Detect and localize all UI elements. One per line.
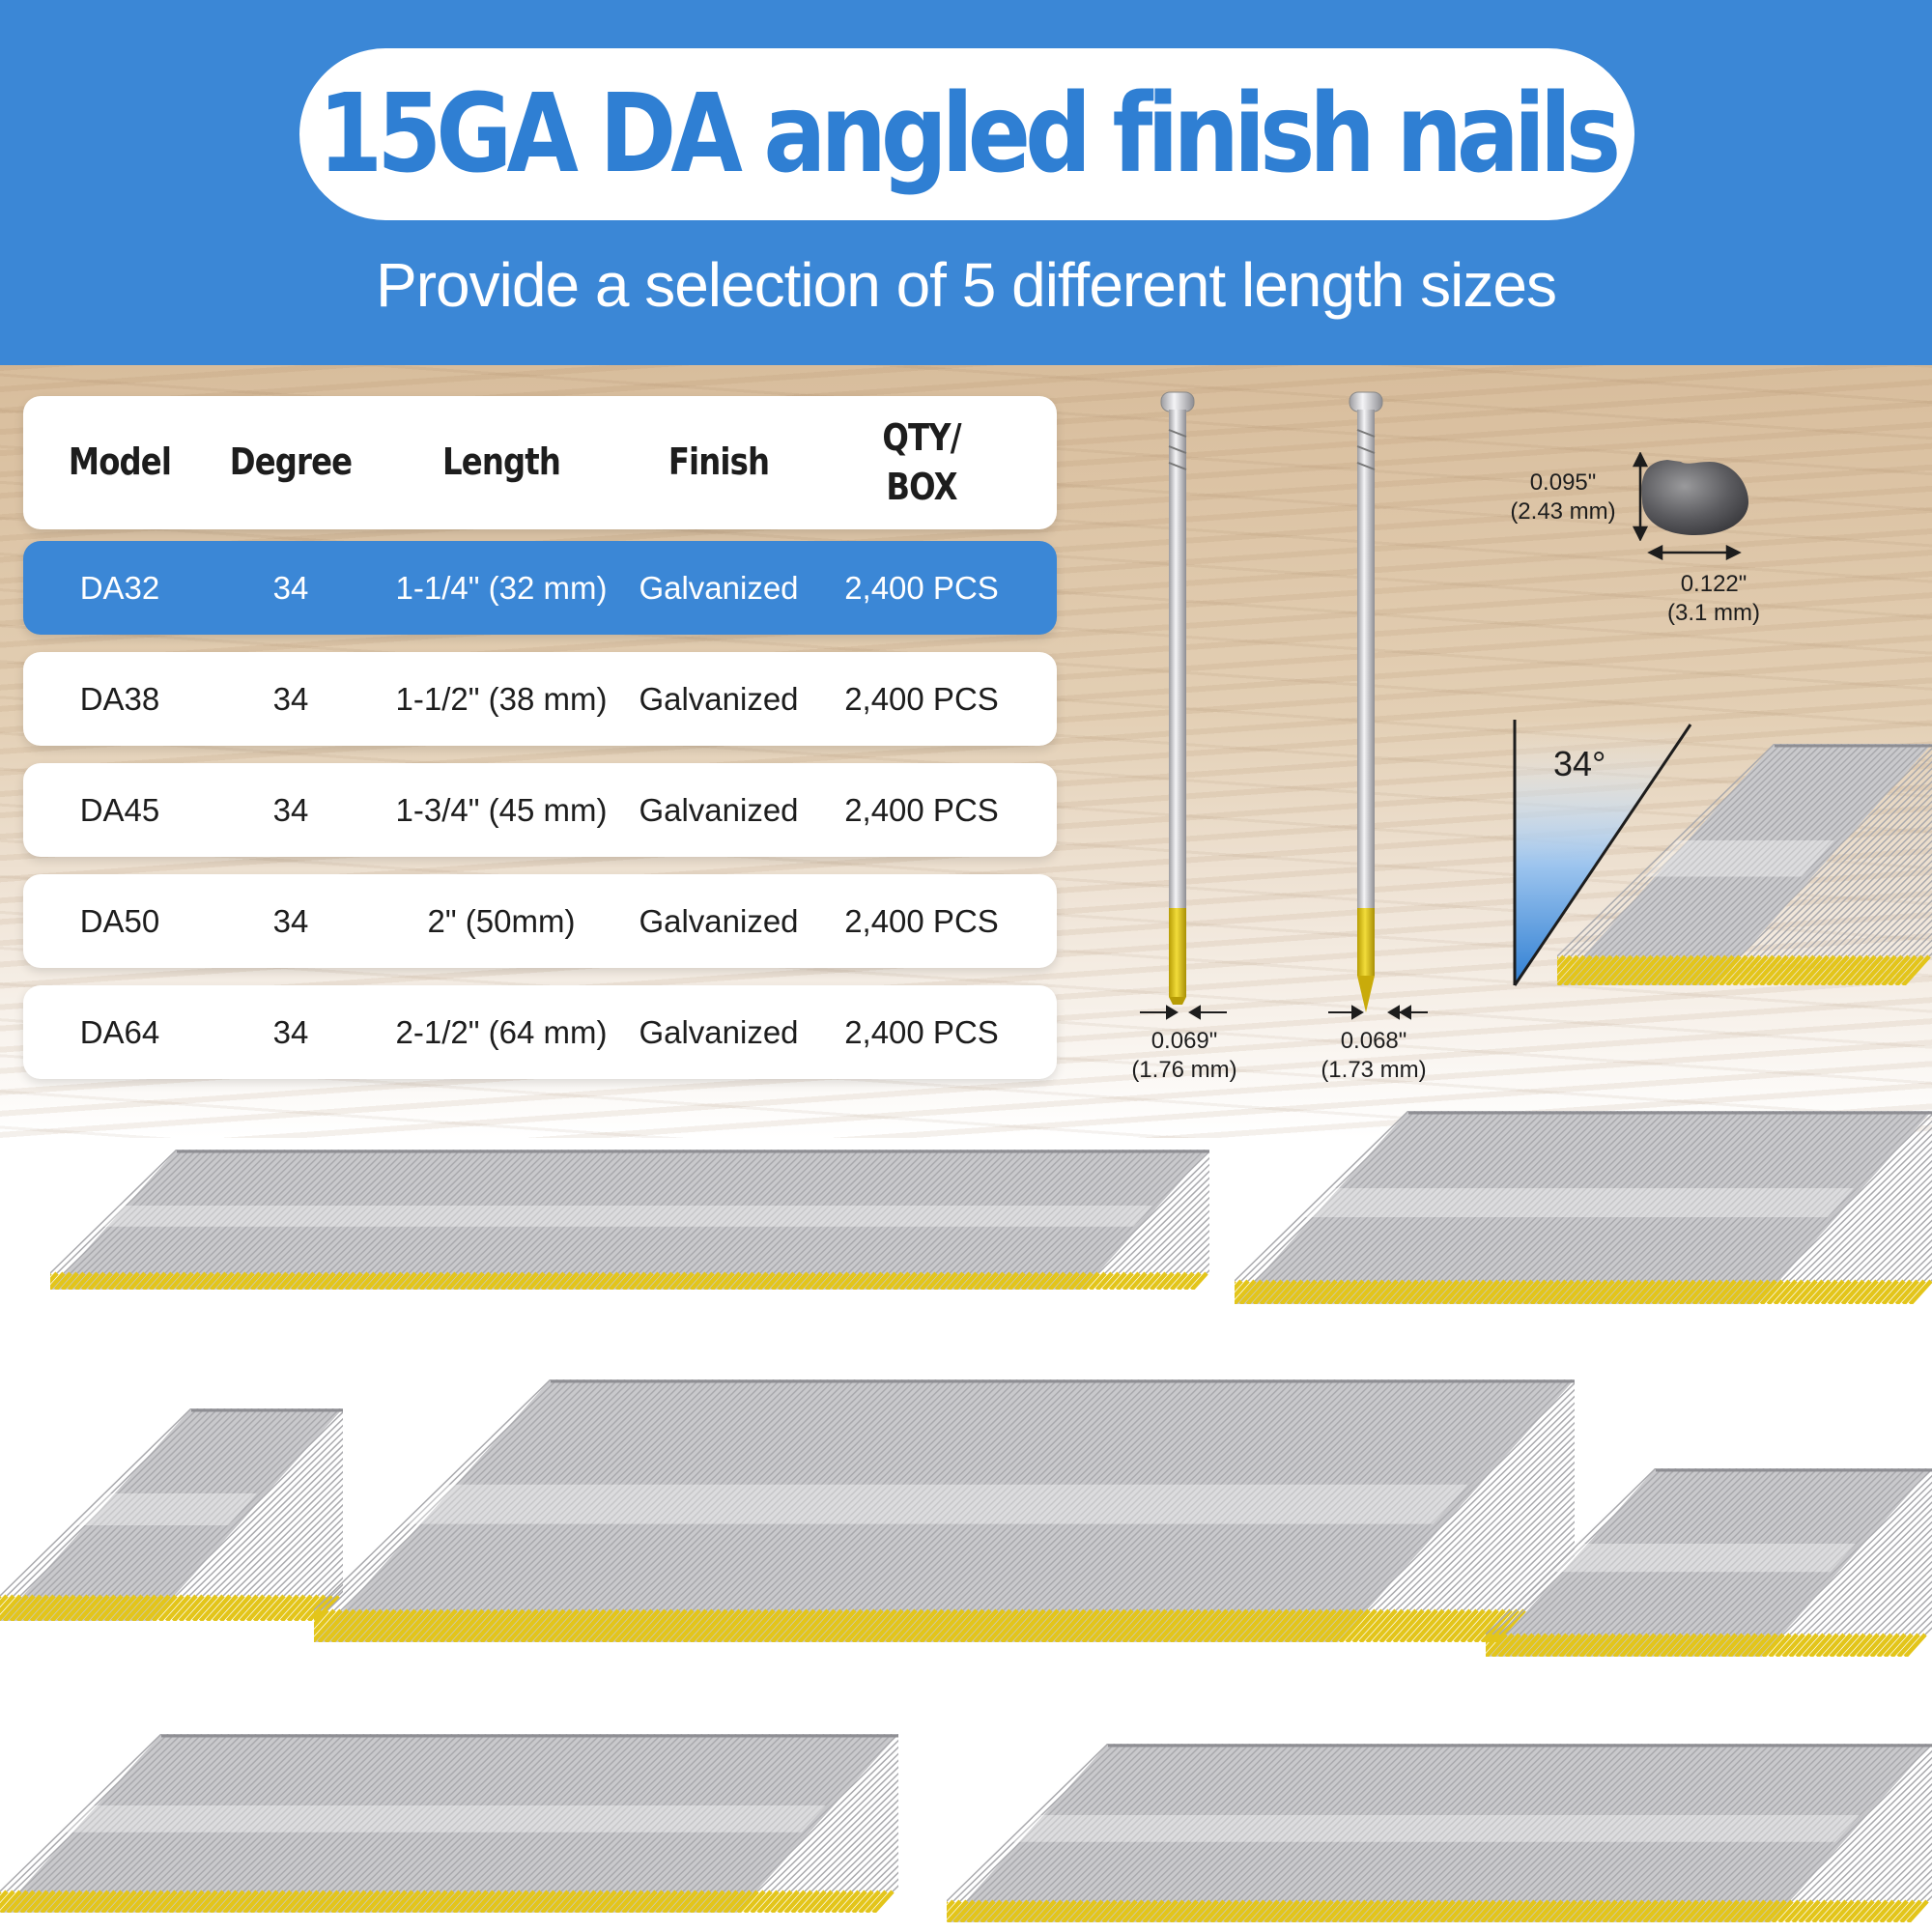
table-cell: Galvanized <box>639 791 799 828</box>
header-banner: 15GA DA angled finish nails Provide a se… <box>0 0 1932 365</box>
table-cell: 2,400 PCS <box>844 680 999 717</box>
table-cell: 34 <box>272 680 309 717</box>
page-subtitle: Provide a selection of 5 different lengt… <box>376 250 1557 320</box>
table-cell: 2,400 PCS <box>844 569 999 606</box>
table-cell: DA38 <box>79 680 160 717</box>
nail1-diameter-label: 0.069" (1.76 mm) <box>1131 1028 1237 1083</box>
column-header: Finish <box>668 440 770 484</box>
diameter-arrows <box>1140 1005 1428 1020</box>
table-cell: DA45 <box>79 791 160 828</box>
table-cell: Galvanized <box>639 1013 799 1050</box>
single-nail-pointed <box>1349 391 1383 1012</box>
table-row: DA45 34 1-3/4" (45 mm) Galvanized 2,400 … <box>23 763 1057 857</box>
nail-strip <box>0 1734 898 1913</box>
column-header: Length <box>442 440 561 484</box>
nail-strip <box>0 1408 343 1621</box>
table-row: DA50 34 2" (50mm) Galvanized 2,400 PCS <box>23 874 1057 968</box>
column-header: QTY/ BOX <box>882 415 961 508</box>
nail-strip <box>1235 1111 1932 1304</box>
head-height-label: 0.095" (2.43 mm) <box>1510 469 1616 525</box>
head-height-arrow <box>1632 452 1649 541</box>
table-cell: Galvanized <box>639 680 799 717</box>
table-cell: 2,400 PCS <box>844 1013 999 1050</box>
table-row: DA32 34 1-1/4" (32 mm) Galvanized 2,400 … <box>23 541 1057 635</box>
nail-strip <box>947 1744 1932 1922</box>
table-row: DA38 34 1-1/2" (38 mm) Galvanized 2,400 … <box>23 652 1057 746</box>
table-cell: Galvanized <box>639 569 799 606</box>
single-nail-blunt <box>1160 391 1195 1005</box>
table-cell: 34 <box>272 1013 309 1050</box>
table-cell: 1-3/4" (45 mm) <box>395 791 608 828</box>
table-cell: DA50 <box>79 902 160 939</box>
table-cell: 34 <box>272 791 309 828</box>
nail-head-cross-section <box>1641 460 1748 561</box>
table-cell: 34 <box>272 902 309 939</box>
table-cell: DA64 <box>79 1013 160 1050</box>
table-cell: 1-1/4" (32 mm) <box>395 569 608 606</box>
angle-diagram <box>1513 720 1692 986</box>
table-header-row: Model Degree Length Finish QTY/ BOX <box>23 396 1057 529</box>
angle-label: 34° <box>1553 744 1606 783</box>
nail2-diameter-label: 0.068" (1.73 mm) <box>1321 1028 1427 1083</box>
table-cell: 34 <box>272 569 309 606</box>
column-header: Degree <box>229 440 353 484</box>
table-cell: 2-1/2" (64 mm) <box>395 1013 608 1050</box>
title-pill: 15GA DA angled finish nails <box>299 48 1634 220</box>
nail-strip <box>314 1379 1575 1642</box>
nail-strip <box>1486 1468 1932 1657</box>
table-cell: 2,400 PCS <box>844 791 999 828</box>
table-cell: 2,400 PCS <box>844 902 999 939</box>
nail-strip <box>50 1150 1209 1290</box>
table-cell: DA32 <box>79 569 160 606</box>
table-cell: 2" (50mm) <box>427 902 576 939</box>
column-header: Model <box>68 440 172 484</box>
nail-strip-angle-demo <box>1557 744 1932 985</box>
table-cell: Galvanized <box>639 902 799 939</box>
page-title: 15GA DA angled finish nails <box>318 71 1622 197</box>
table-row: DA64 34 2-1/2" (64 mm) Galvanized 2,400 … <box>23 985 1057 1079</box>
head-width-label: 0.122" (3.1 mm) <box>1667 571 1760 626</box>
table-cell: 1-1/2" (38 mm) <box>395 680 608 717</box>
